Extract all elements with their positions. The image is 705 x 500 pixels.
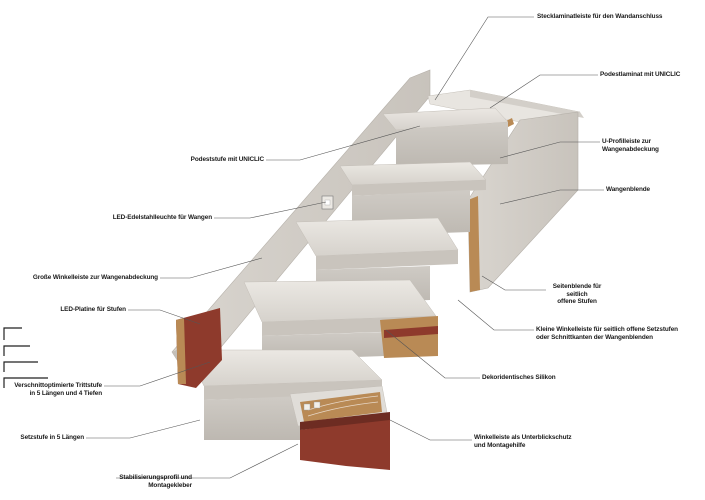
label-winkelleiste-unterblick: Winkelleiste als Unterblickschutz und Mo… [474,434,572,449]
label-wangenblende: Wangenblende [606,186,651,193]
step-profile-icons [3,327,48,388]
label-trittstufe: Verschnittoptimierte Trittstufe in 5 Län… [14,382,102,397]
label-kleine-winkelleiste: Kleine Winkelleiste für seitlich offene … [536,326,678,341]
label-setzstufe: Setzstufe in 5 Längen [20,434,84,441]
label-stecklaminatleiste: Stecklaminatleiste für den Wandanschluss [537,13,663,20]
step-6 [382,107,509,166]
label-silikon: Dekoridentisches Silikon [482,374,556,381]
label-seitenblende: Seitenblende für seitlich offene Stufen [552,283,602,306]
label-led-leuchte: LED-Edelstahlleuchte für Wangen [112,214,212,221]
label-led-platine: LED-Platine für Stufen [60,306,126,313]
step-3 [243,279,438,360]
label-u-profilleiste: U-Profilleiste zur Wangenabdeckung [602,138,659,153]
label-podestlaminat: Podestlaminat mit UNICLIC [600,71,681,78]
label-stabilisierungsprofil: Stabilisierungsprofil und Montagekleber [119,474,192,489]
step-2 [185,349,383,440]
bottom-step-core [289,385,390,470]
left-bottom-core [176,308,222,388]
label-podeststufe: Podeststufe mit UNICLIC [190,156,264,163]
leader-lines [86,16,604,479]
label-grosse-winkelleiste: Große Winkelleiste zur Wangenabdeckung [32,274,158,281]
